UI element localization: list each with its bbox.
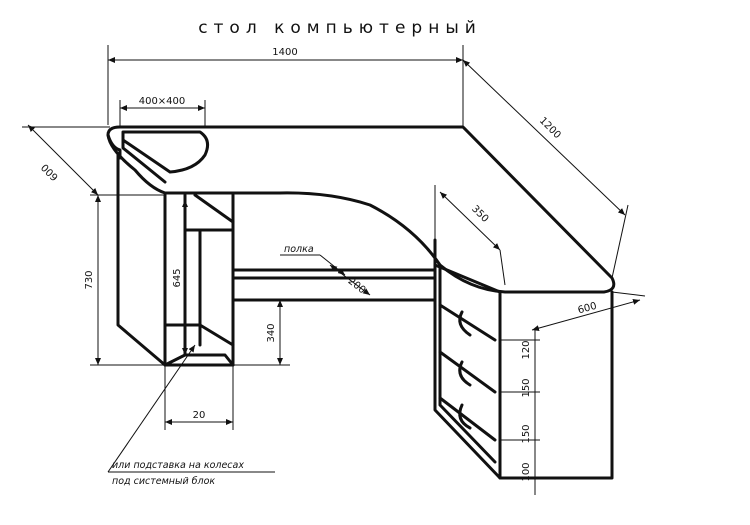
desk-top-edge [106, 133, 122, 160]
note-line-2: под системный блок [112, 476, 215, 487]
drawer-handle-1 [458, 310, 472, 337]
drawer-3 [438, 396, 497, 442]
drawer-2 [438, 350, 497, 394]
dim-340: 340 [266, 323, 277, 342]
drawer-handle-3 [458, 403, 472, 430]
note-line-1: или подставка на колесах [112, 460, 244, 471]
drawer-handle-2 [458, 360, 472, 387]
dim-1200: 1200 [537, 115, 563, 141]
dim-120: 120 [521, 340, 532, 359]
keyboard-shelf [231, 268, 437, 280]
dim-100: 100 [521, 462, 532, 481]
dim-1400: 1400 [272, 47, 297, 58]
dim-20: 20 [193, 410, 206, 421]
dim-600-right: 600 [577, 301, 598, 317]
dim-600-left: 600 [40, 161, 61, 182]
dim-150-b: 150 [521, 424, 532, 443]
dim-350: 350 [469, 204, 490, 225]
dim-645: 645 [172, 268, 183, 287]
drawer-unit-face [438, 266, 497, 464]
left-side-panel [116, 153, 167, 367]
drawer-1 [438, 303, 497, 342]
diagram-title: стол компьютерный [198, 18, 482, 38]
dim-400x400: 400×400 [139, 96, 186, 107]
dim-150-a: 150 [521, 378, 532, 397]
left-cabinet-shelf [163, 323, 235, 347]
drawer-unit-front [433, 263, 502, 480]
left-cabinet [163, 193, 235, 367]
corner-shelf [121, 130, 210, 174]
dim-730: 730 [84, 270, 95, 289]
label-shelf: полка [284, 244, 314, 255]
corner-shelf-front [121, 138, 167, 184]
